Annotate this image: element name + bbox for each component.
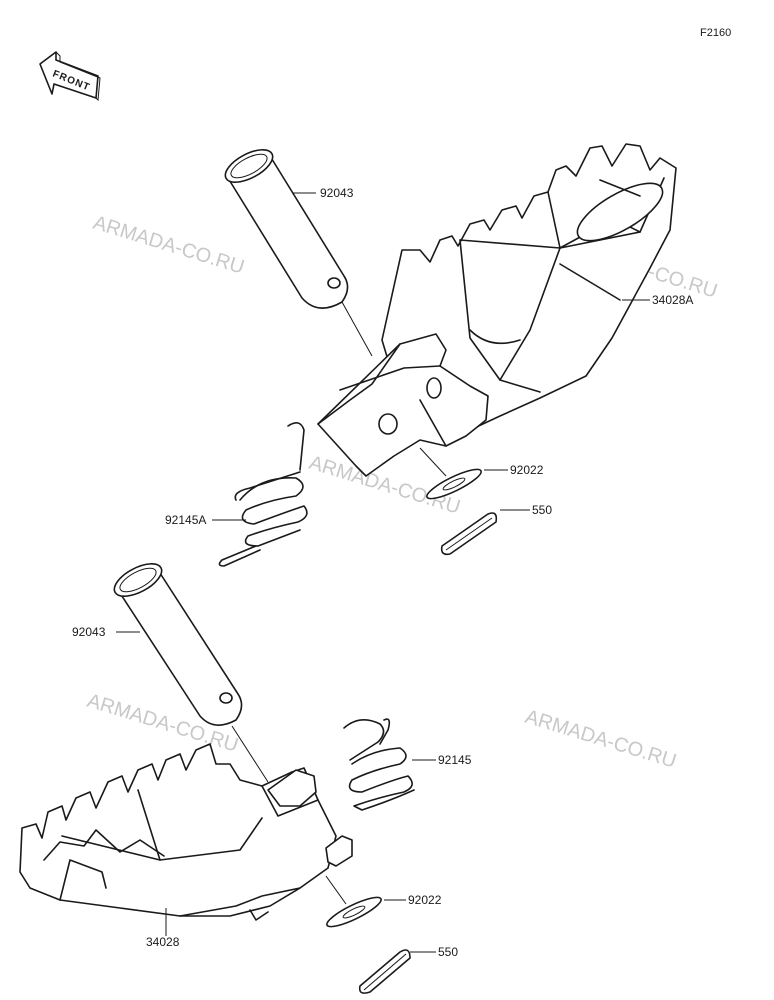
label-cotter-upper: 550 [532,503,552,517]
watermark-5: ARMADA-CO.RU [523,706,679,773]
pivot-pin-upper [224,149,373,357]
label-washer-upper: 92022 [510,463,544,477]
cotter-pin-lower [358,949,411,994]
watermark-1: ARMADA-CO.RU [91,212,247,279]
label-washer-lower: 92022 [408,893,442,907]
return-spring-lower [343,718,415,811]
washer-lower [325,875,382,928]
washer-upper [419,447,482,500]
label-spring-upper: 92145A [165,513,206,527]
label-peg-left: 34028 [146,935,180,949]
label-cotter-lower: 550 [438,945,458,959]
label-pin-lower: 92043 [72,625,106,639]
label-pin-upper: 92043 [320,186,354,200]
footpeg-right [317,143,677,477]
front-direction-arrow: FRONT [39,51,101,102]
label-spring-lower: 92145 [438,753,472,767]
cotter-pin-upper [440,512,498,556]
pivot-pin-lower [113,563,269,783]
return-spring-upper [218,422,308,567]
figure-code: F2160 [700,27,731,39]
footpeg-left [19,743,353,921]
label-peg-right: 34028A [652,293,693,307]
